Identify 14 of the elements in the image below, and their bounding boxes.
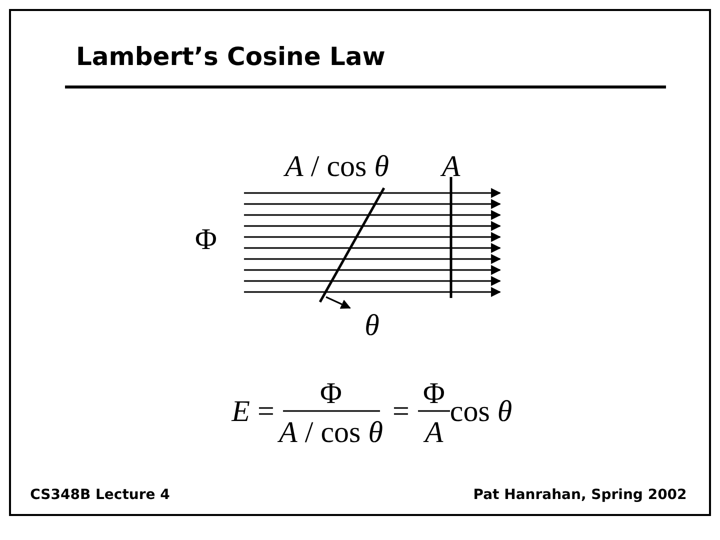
label-math: θ <box>364 311 380 341</box>
label-math: A / cos θ <box>285 152 389 182</box>
equation-term: Φ <box>423 379 445 409</box>
equation-term: A <box>424 418 444 448</box>
footer-text: Pat Hanrahan, Spring 2002 <box>473 488 687 502</box>
label-math: A <box>442 152 460 182</box>
equation-term: A / cos θ <box>279 418 383 448</box>
equation-term: Φ <box>320 379 342 409</box>
footer-text: CS348B Lecture 4 <box>30 488 170 502</box>
label-math: Φ <box>195 225 217 255</box>
equation-term: = <box>392 397 410 427</box>
equation-term: E = <box>232 397 274 427</box>
equation-term: cos θ <box>450 397 512 427</box>
slide-title: Lambert’s Cosine Law <box>76 42 386 71</box>
